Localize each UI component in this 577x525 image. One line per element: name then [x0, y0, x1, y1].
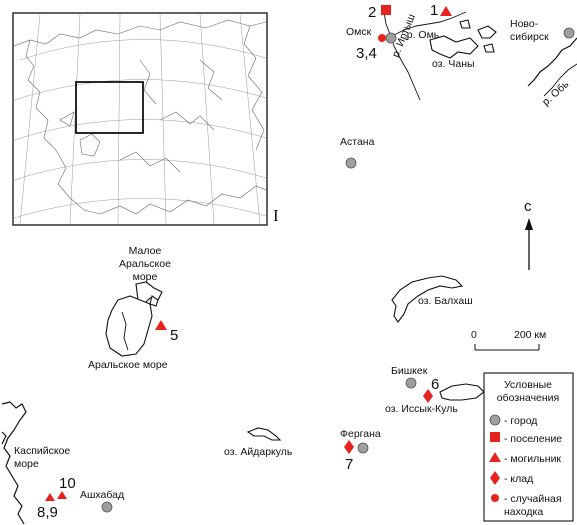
legend-city-label: - город	[504, 415, 537, 427]
om-river	[391, 11, 467, 37]
city-novosibirsk-marker	[563, 27, 575, 39]
legend-burial-icon	[489, 452, 501, 462]
inset-focus-frame	[75, 81, 144, 134]
legend-hoard-label: - клад	[504, 473, 533, 485]
aydarkul-lake	[246, 427, 282, 441]
city-markers	[101, 27, 575, 513]
city-astana-marker	[345, 157, 357, 169]
legend-find-label-2: находка	[504, 506, 543, 518]
legend-find-icon	[491, 494, 499, 502]
svg-text:Аральское: Аральское	[119, 258, 171, 270]
legend-settlement-icon	[490, 432, 500, 442]
aral-sea-label: Аральское море	[88, 359, 168, 371]
city-astana-label: Астана	[340, 136, 375, 148]
site-markers	[45, 5, 452, 501]
lake-aydarkul-label: оз. Айдаркуль	[224, 446, 293, 458]
scale-start-label: 0	[471, 329, 477, 341]
legend-hoard-icon	[490, 471, 500, 485]
svg-text:Каспийское: Каспийское	[14, 445, 70, 457]
site-3-4-number: 3,4	[356, 45, 377, 62]
site-1-burial-marker	[440, 6, 452, 16]
legend-settlement-label: - поселение	[504, 433, 562, 445]
site-10-number: 10	[59, 475, 76, 492]
legend-title-line1: Условные	[504, 379, 552, 391]
svg-text:сибирск: сибирск	[510, 31, 549, 43]
lake-balkhash-label: оз. Балхаш	[418, 295, 473, 307]
small-aral-label: Малое Аральское море	[119, 245, 171, 283]
site-7-number: 7	[345, 456, 353, 473]
city-novosibirsk-label: Ново- сибирск	[510, 18, 549, 43]
river-om-label: р. Омь	[407, 29, 440, 41]
aral-sea	[105, 281, 163, 357]
issyk-kul-lake	[439, 383, 485, 401]
caspian-sea-label: Каспийское море	[14, 445, 70, 470]
scale-end-label: 200 км	[514, 329, 546, 341]
legend-title-line2: обозначения	[497, 392, 559, 404]
inset-label: I	[273, 206, 279, 225]
site-6-number: 6	[431, 376, 439, 393]
site-5-number: 5	[170, 327, 178, 344]
site-3-4-find-marker	[378, 34, 386, 42]
site-6-hoard-marker	[423, 389, 433, 403]
city-ashgabat-label: Ашхабад	[80, 489, 124, 501]
scale-bar: 0 200 км	[471, 329, 546, 351]
ob-river	[543, 63, 577, 97]
ob-reservoir	[527, 37, 577, 87]
city-omsk-label: Омск	[346, 26, 372, 38]
legend: Условные обозначения - город - поселение…	[483, 372, 574, 522]
north-arrow-label: с	[524, 198, 532, 215]
city-ashgabat-marker	[101, 501, 113, 513]
site-8-9-number: 8,9	[37, 504, 58, 521]
city-fergana-label: Фергана	[340, 428, 381, 440]
balkhash-lake	[391, 275, 464, 323]
irtysh-river	[383, 11, 421, 101]
site-2-settlement-marker	[381, 5, 391, 15]
lake-issyk-kul-label: оз. Иссык-Куль	[385, 403, 458, 415]
city-fergana-marker	[357, 442, 369, 454]
svg-text:море: море	[14, 458, 39, 470]
site-8-burial-marker	[45, 493, 55, 501]
legend-find-label: - случайная	[504, 493, 562, 505]
site-10-burial-marker	[57, 491, 67, 499]
svg-text:Малое: Малое	[129, 245, 162, 257]
svg-text:море: море	[133, 271, 158, 283]
legend-burial-label: - могильник	[504, 453, 561, 465]
inset-map: I	[12, 12, 279, 226]
chany-lake	[429, 19, 497, 59]
site-2-number: 2	[368, 4, 376, 21]
lake-chany-label: оз. Чаны	[432, 58, 475, 70]
city-omsk-marker	[385, 32, 397, 44]
city-bishkek-label: Бишкек	[391, 365, 428, 377]
north-arrow: с	[524, 198, 533, 270]
site-5-burial-marker	[155, 320, 167, 330]
caspian-coast	[1, 401, 27, 525]
svg-text:Ново-: Ново-	[510, 18, 539, 30]
city-bishkek-marker	[405, 377, 417, 389]
north-arrow-icon	[525, 218, 533, 230]
site-7-hoard-marker	[344, 440, 354, 454]
site-1-number: 1	[430, 2, 438, 19]
legend-city-icon	[489, 414, 501, 426]
